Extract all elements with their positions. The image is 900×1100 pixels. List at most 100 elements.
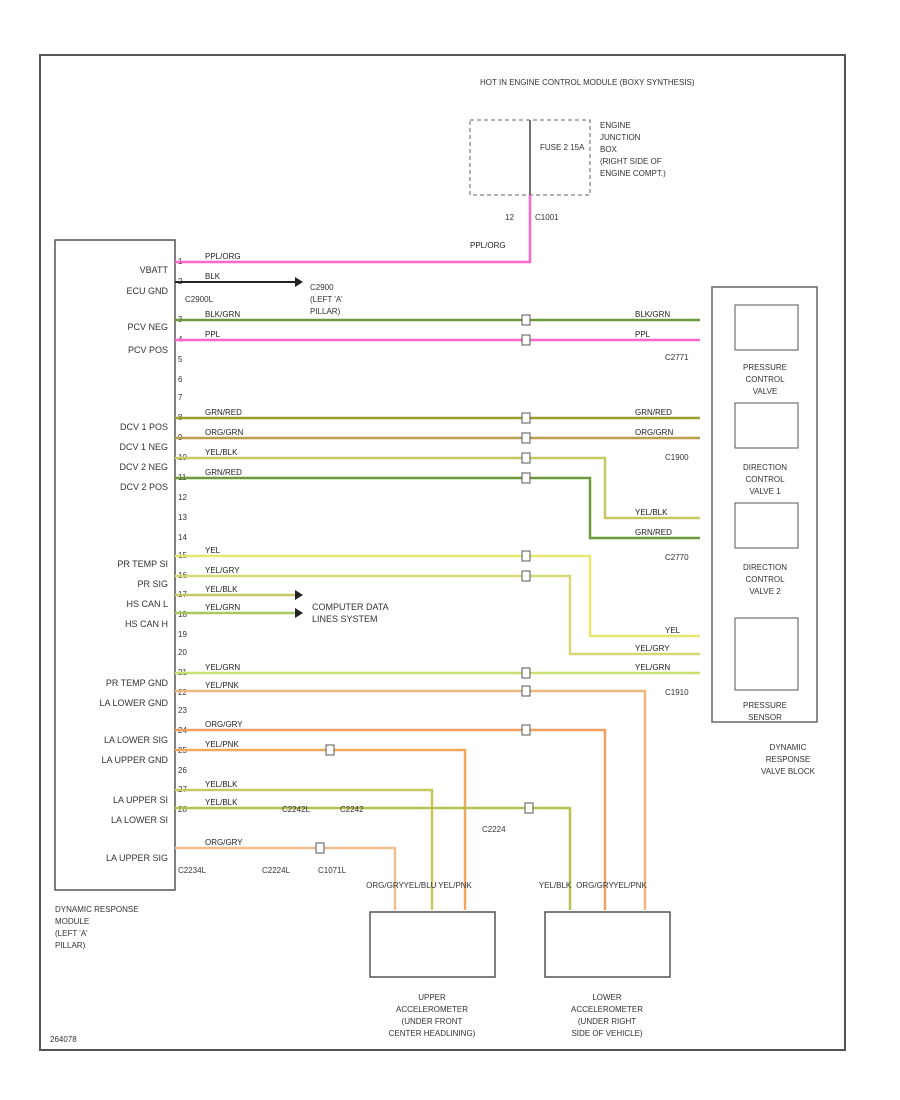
wire-dcv2-pos-label-right: GRN/RED — [635, 528, 672, 537]
wire-dcv1-pos-label: GRN/RED — [205, 408, 242, 417]
svg-text:UPPER: UPPER — [418, 993, 446, 1002]
svg-text:(UNDER RIGHT: (UNDER RIGHT — [578, 1017, 636, 1026]
svg-text:YEL/PNK: YEL/PNK — [438, 881, 472, 890]
wire-la-lower-sig-label: ORG/GRY — [205, 720, 243, 729]
direction-valve-2-label: DIRECTION CONTROL VALVE 2 — [743, 563, 787, 596]
svg-text:ACCELEROMETER: ACCELEROMETER — [571, 1005, 643, 1014]
wire-pr-temp-gnd-label: YEL/GRN — [205, 663, 240, 672]
data-links-label: COMPUTER DATA LINES SYSTEM — [312, 602, 389, 624]
svg-text:SIDE OF VEHICLE): SIDE OF VEHICLE) — [571, 1029, 642, 1038]
svg-text:PRESSURE: PRESSURE — [743, 701, 787, 710]
svg-text:12: 12 — [178, 493, 187, 502]
svg-text:RESPONSE: RESPONSE — [766, 755, 810, 764]
wire-pr-temp-gnd-label-right: YEL/GRN — [635, 663, 670, 672]
upper-accelerometer-label: UPPER ACCELEROMETER (UNDER FRONT CENTER … — [389, 993, 476, 1038]
wire-dcv1-neg-label-right: ORG/GRN — [635, 428, 673, 437]
svg-text:ORG/GRY: ORG/GRY — [366, 881, 404, 890]
connector-c2771: C2771 — [665, 353, 689, 362]
valve-block — [711, 286, 818, 723]
svg-text:PR SIG: PR SIG — [137, 579, 168, 589]
svg-text:MODULE: MODULE — [55, 917, 89, 926]
pressure-control-valve-label: PRESSURE CONTROL VALVE — [743, 363, 787, 396]
ground-arrow-icon — [295, 277, 303, 287]
diagram-frame — [39, 54, 846, 1051]
svg-text:C2900: C2900 — [310, 283, 334, 292]
wire-ecu-gnd-label: BLK — [205, 272, 221, 281]
dynamic-response-module — [54, 239, 176, 891]
wire-la-upper-si — [175, 788, 434, 910]
svg-text:ORG/GRY: ORG/GRY — [576, 881, 614, 890]
direction-valve-1-box — [734, 402, 799, 449]
connector-c2224: C2224 — [482, 825, 506, 834]
svg-text:13: 13 — [178, 513, 187, 522]
figure-id: 264078 — [50, 1035, 77, 1044]
wire-vbatt-label: PPL/ORG — [205, 252, 241, 261]
svg-text:CENTER HEADLINING): CENTER HEADLINING) — [389, 1029, 476, 1038]
svg-text:LA LOWER GND: LA LOWER GND — [99, 698, 168, 708]
connector-c2242: C2242 — [340, 805, 364, 814]
svg-text:DYNAMIC: DYNAMIC — [770, 743, 807, 752]
wire-dcv2-pos-label: GRN/RED — [205, 468, 242, 477]
svg-text:LOWER: LOWER — [592, 993, 622, 1002]
svg-text:DIRECTION: DIRECTION — [743, 563, 787, 572]
svg-text:19: 19 — [178, 630, 187, 639]
connector-c2234l: C2234L — [178, 866, 207, 875]
svg-text:VALVE BLOCK: VALVE BLOCK — [761, 767, 816, 776]
svg-text:26: 26 — [178, 766, 187, 775]
svg-text:PCV POS: PCV POS — [128, 345, 168, 355]
valve-block-label: DYNAMIC RESPONSE VALVE BLOCK — [761, 743, 816, 776]
connector-c2770: C2770 — [665, 553, 689, 562]
wire-la-upper-sig — [175, 846, 397, 910]
wire-pr-sig-label-right: YEL/GRY — [635, 644, 670, 653]
upper-accelerometer-box — [369, 911, 496, 978]
wire-pr-sig-label: YEL/GRY — [205, 566, 240, 575]
svg-text:22: 22 — [178, 688, 187, 697]
wire-pplong-label-top: PPL/ORG — [470, 241, 506, 250]
svg-text:28: 28 — [178, 805, 187, 814]
svg-text:CONTROL: CONTROL — [745, 475, 785, 484]
svg-text:18: 18 — [178, 610, 187, 619]
svg-text:PCV NEG: PCV NEG — [127, 322, 168, 332]
junction-box-label: ENGINE JUNCTION BOX (RIGHT SIDE OF ENGIN… — [600, 121, 666, 178]
connector-c1001: C1001 — [535, 213, 559, 222]
connector-c2242l: C2242L — [282, 805, 311, 814]
svg-text:PILLAR): PILLAR) — [310, 307, 341, 316]
svg-text:CONTROL: CONTROL — [745, 375, 785, 384]
connector-c1900: C1900 — [665, 453, 689, 462]
pin-ref-12: 12 — [505, 213, 514, 222]
svg-text:HS CAN L: HS CAN L — [126, 599, 168, 609]
lower-accelerometer-box — [544, 911, 671, 978]
inline-connector-markers — [315, 314, 534, 854]
svg-text:(LEFT 'A': (LEFT 'A' — [310, 295, 343, 304]
svg-text:20: 20 — [178, 648, 187, 657]
wire-la-upper-si-label: YEL/BLK — [205, 780, 238, 789]
svg-text:SENSOR: SENSOR — [748, 713, 782, 722]
svg-text:PR TEMP GND: PR TEMP GND — [106, 678, 169, 688]
svg-text:COMPUTER DATA: COMPUTER DATA — [312, 602, 389, 612]
data-link-arrow-icon-2 — [295, 608, 303, 618]
svg-text:LA UPPER SIG: LA UPPER SIG — [106, 853, 168, 863]
wire-dcv2-neg-label-right: YEL/BLK — [635, 508, 668, 517]
svg-text:DYNAMIC RESPONSE: DYNAMIC RESPONSE — [55, 905, 139, 914]
svg-text:VALVE 2: VALVE 2 — [749, 587, 781, 596]
wire-la-upper-gnd — [175, 748, 467, 910]
wire-la-upper-sig-label: ORG/GRY — [205, 838, 243, 847]
svg-text:PR TEMP SI: PR TEMP SI — [117, 559, 168, 569]
drm-label: DYNAMIC RESPONSE MODULE (LEFT 'A' PILLAR… — [55, 905, 139, 950]
wire-la-lower-gnd-label: YEL/PNK — [205, 681, 239, 690]
data-link-arrow-icon — [295, 590, 303, 600]
wire-dcv1-pos-label-right: GRN/RED — [635, 408, 672, 417]
wire-pcv-neg-label: BLK/GRN — [205, 310, 240, 319]
wire-pr-temp-si-label: YEL — [205, 546, 221, 555]
upper-accel-wire-codes: ORG/GRY YEL/BLU YEL/PNK — [366, 881, 472, 890]
wire-pr-sig — [175, 574, 700, 656]
wire-pr-temp-si — [175, 554, 700, 638]
svg-text:LA UPPER GND: LA UPPER GND — [101, 755, 168, 765]
wire-la-lower-si — [175, 806, 572, 910]
svg-text:23: 23 — [178, 706, 187, 715]
svg-text:ACCELEROMETER: ACCELEROMETER — [396, 1005, 468, 1014]
svg-text:VALVE 1: VALVE 1 — [749, 487, 781, 496]
wire-la-lower-gnd — [175, 689, 647, 910]
svg-text:ENGINE: ENGINE — [600, 121, 631, 130]
svg-text:JUNCTION: JUNCTION — [600, 133, 641, 142]
